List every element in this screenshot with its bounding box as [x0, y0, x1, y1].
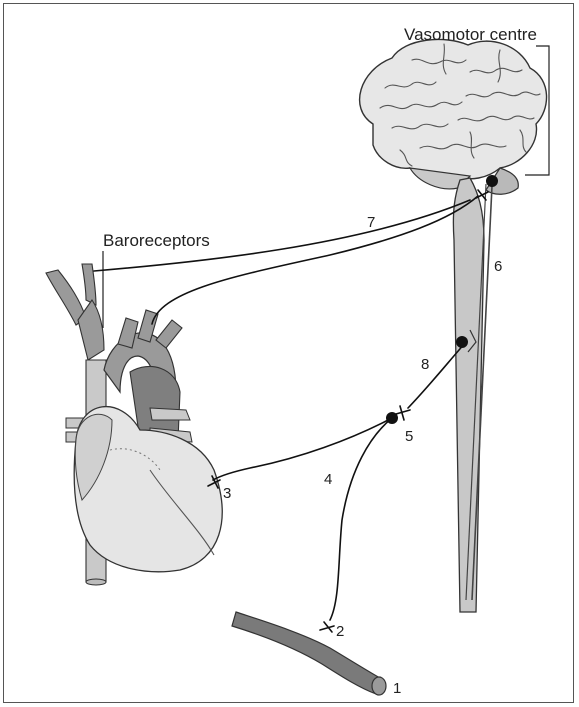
pathway-5-to-2	[330, 418, 392, 620]
spinal-cord	[453, 178, 492, 612]
label-4: 4	[324, 471, 332, 488]
pathway-4	[213, 418, 392, 480]
vasomotor-neuron	[486, 175, 498, 187]
brain	[360, 39, 547, 194]
blood-vessel	[232, 612, 386, 695]
label-2: 2	[336, 623, 344, 640]
heart-group	[46, 264, 222, 585]
label-5: 5	[405, 428, 413, 445]
label-3: 3	[223, 485, 231, 502]
label-7: 7	[367, 214, 375, 231]
spinal-neuron	[456, 336, 468, 348]
ganglion-neuron	[386, 412, 398, 424]
label-1: 1	[393, 680, 401, 697]
synapse-2	[320, 622, 334, 632]
vasomotor-centre-label: Vasomotor centre	[404, 25, 537, 44]
baroreceptors-label: Baroreceptors	[103, 231, 210, 250]
label-8: 8	[421, 356, 429, 373]
label-6: 6	[494, 258, 502, 275]
